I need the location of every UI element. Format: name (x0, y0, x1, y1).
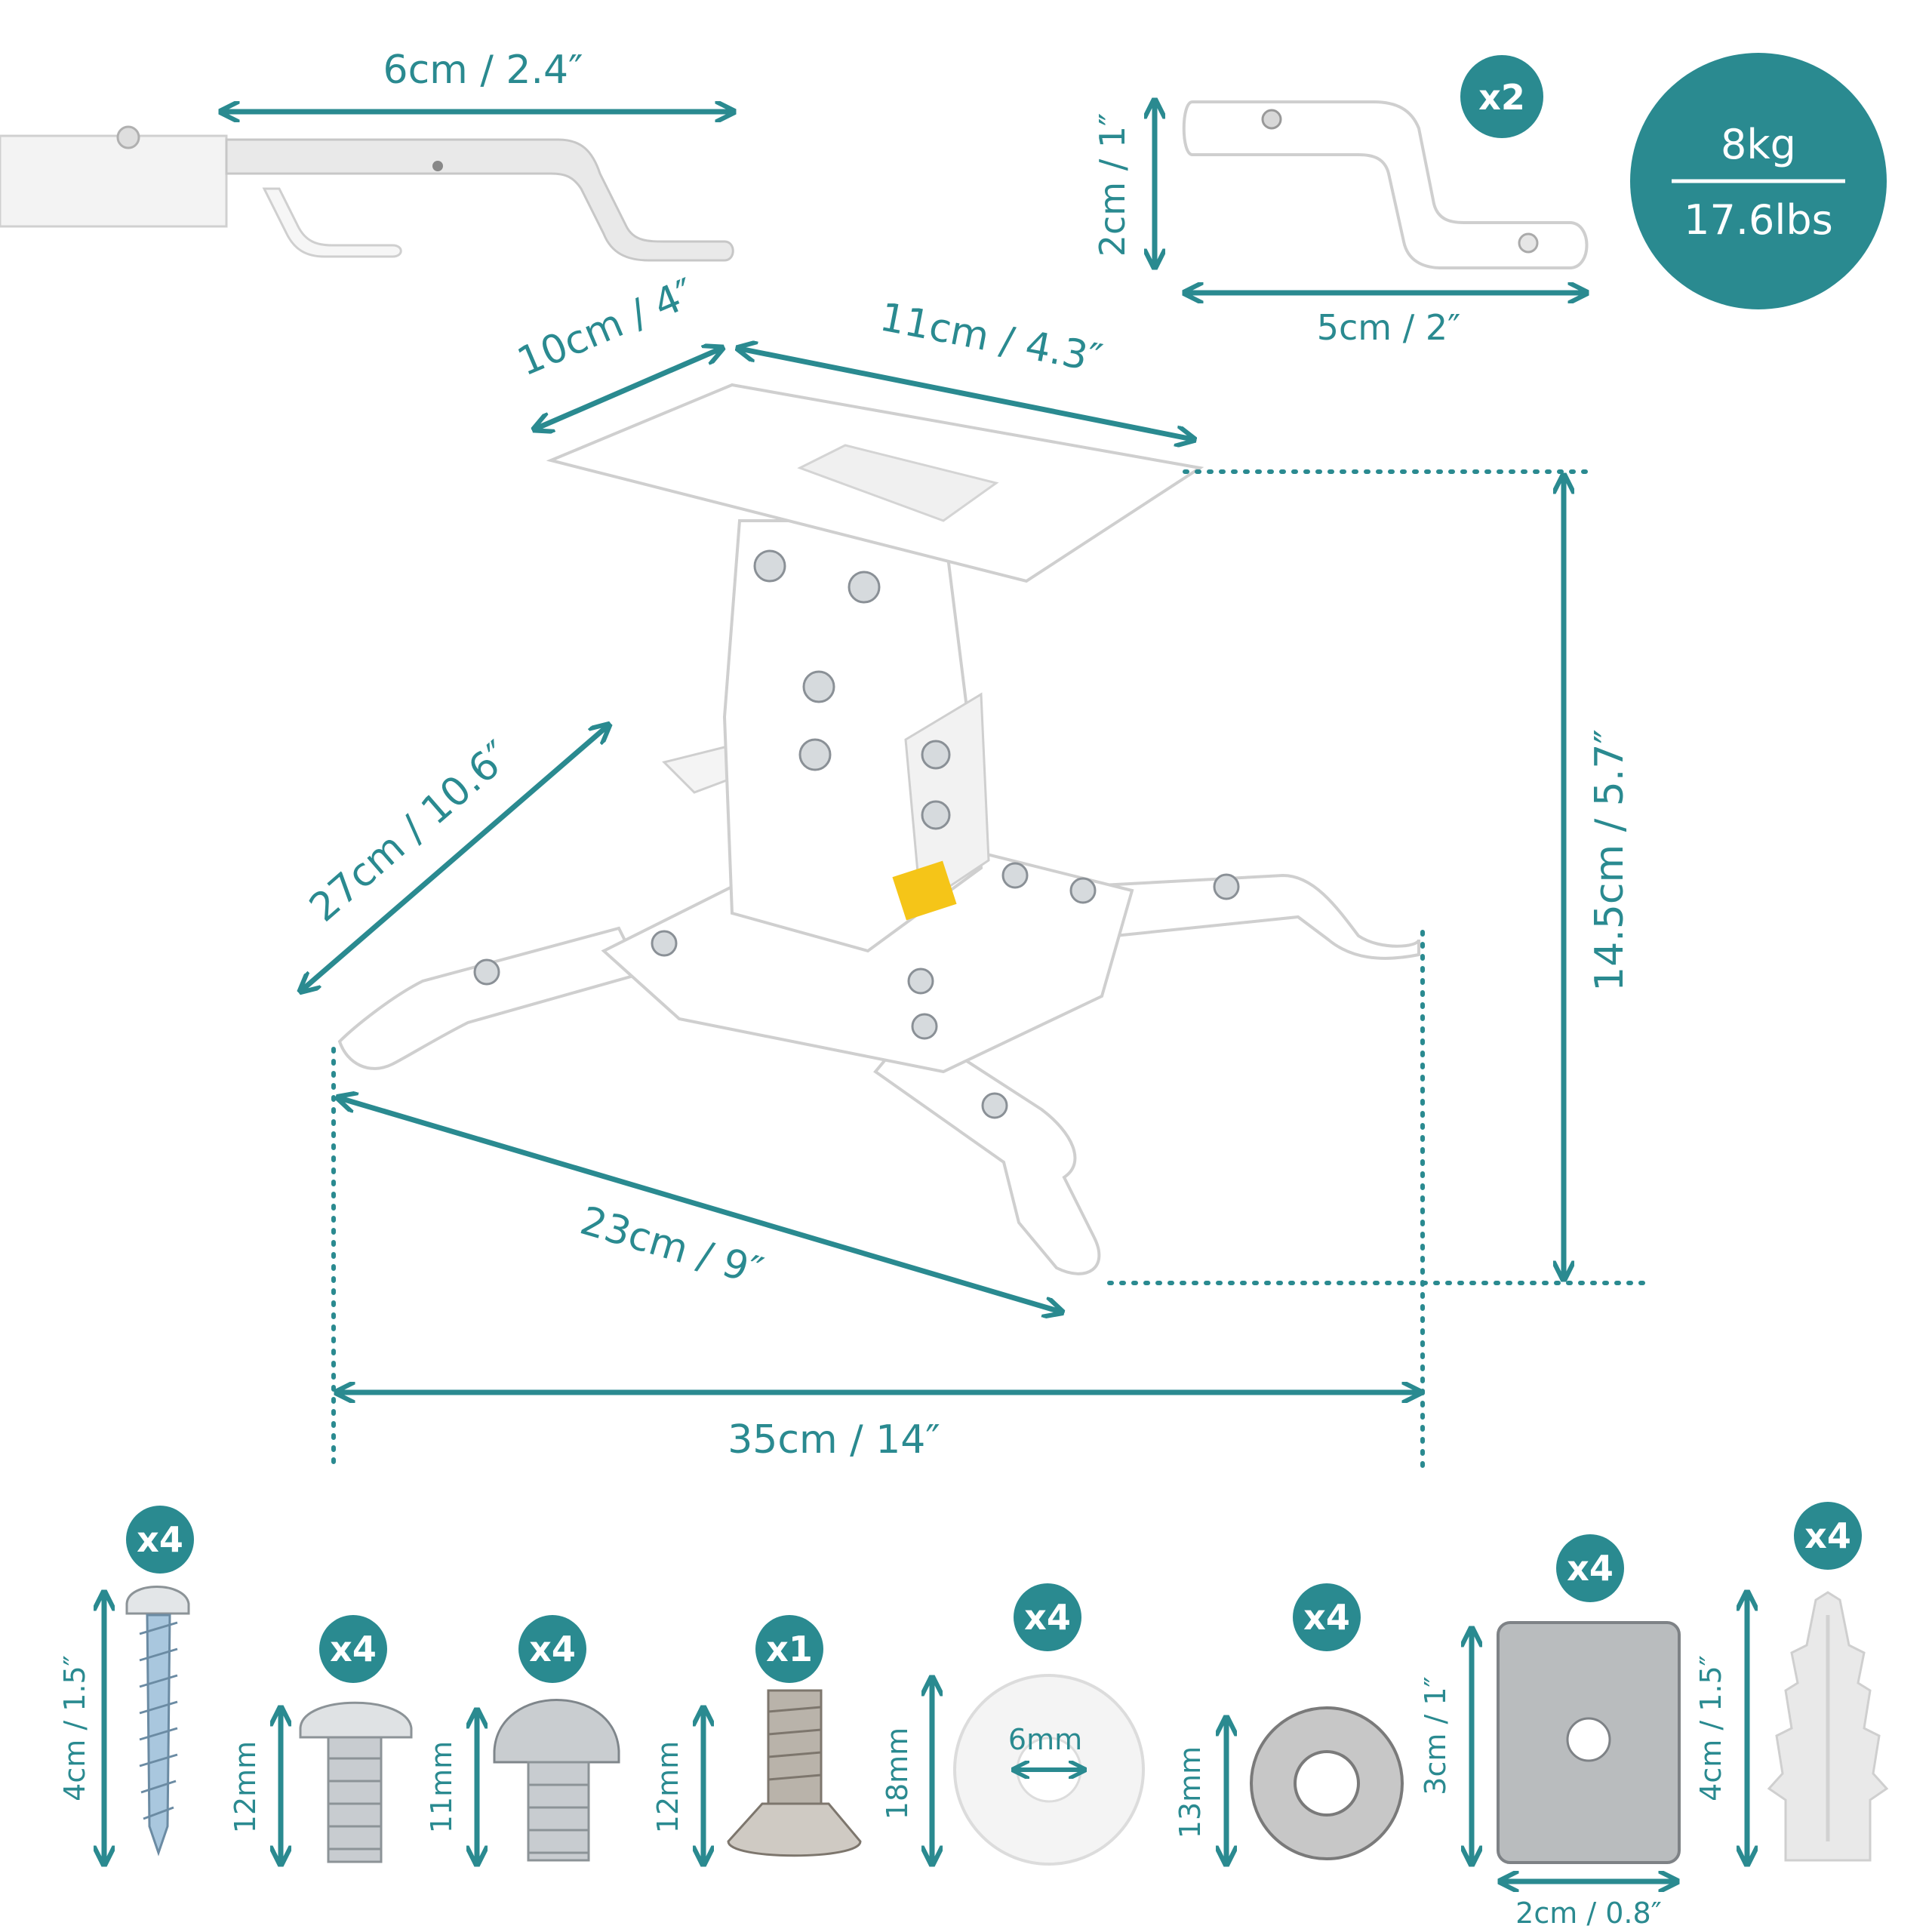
wood-screw-count-label: x4 (137, 1519, 183, 1560)
metal-washer-count-badge (1293, 1583, 1361, 1651)
wall-plug-count-label: x4 (1804, 1515, 1851, 1556)
m5-bolt-count-badge (518, 1615, 586, 1683)
l-bracket-height-label: 2cm / 1″ (1092, 113, 1133, 257)
m4-bolt-count-label: x4 (330, 1629, 377, 1669)
l-bracket-count-badge (1460, 55, 1543, 138)
plate-width-arrow (740, 349, 1192, 439)
square-plate-count-label: x4 (1567, 1548, 1614, 1589)
countersunk-screw-count-label: x1 (766, 1629, 813, 1669)
wood-screw-count-badge (126, 1506, 194, 1574)
m5-bolt-size-label: 11mm (425, 1741, 458, 1833)
plate-depth-arrow (536, 349, 721, 429)
wood-screw-size-label: 4cm / 1.5″ (58, 1655, 91, 1801)
weight-lbs-label: 17.6lbs (1684, 196, 1833, 244)
wall-plug-illustration (1767, 1591, 1889, 1862)
wall-plug-count-badge (1794, 1502, 1862, 1570)
plastic-washer-hole-label: 6mm (1008, 1723, 1082, 1756)
weight-kg-label: 8kg (1721, 121, 1796, 168)
plastic-washer-size-label: 18mm (881, 1727, 914, 1820)
extension-bar-dimension-label: 6cm / 2.4″ (383, 48, 583, 93)
extension-bar-illustration (0, 125, 734, 262)
diagonal-span-arrow (302, 726, 608, 990)
wall-plug-size-label: 4cm / 1.5″ (1694, 1655, 1727, 1801)
countersunk-screw-count-badge (755, 1615, 823, 1683)
m4-bolt-size-label: 12mm (229, 1741, 262, 1833)
m5-bolt-illustration (493, 1699, 620, 1862)
wood-screw-illustration (125, 1586, 190, 1857)
l-bracket-width-label: 5cm / 2″ (1317, 307, 1461, 348)
square-plate-illustration (1497, 1621, 1681, 1864)
ceiling-mount-illustration (337, 383, 1420, 1275)
total-width-label: 35cm / 14″ (728, 1417, 940, 1463)
square-plate-width-label: 2cm / 0.8″ (1515, 1897, 1662, 1930)
l-bracket-illustration (1182, 100, 1589, 269)
plastic-washer-count-badge (1014, 1583, 1081, 1651)
mount-height-label: 14.5cm / 5.7″ (1587, 729, 1632, 992)
metal-washer-illustration (1250, 1706, 1404, 1860)
metal-washer-count-label: x4 (1303, 1597, 1350, 1638)
plate-width-label: 11cm / 4.3″ (876, 294, 1106, 382)
square-plate-height-label: 3cm / 1″ (1419, 1676, 1452, 1795)
arm-span-label: 23cm / 9″ (575, 1198, 768, 1295)
countersunk-screw-illustration (727, 1689, 862, 1857)
m4-bolt-count-badge (319, 1615, 387, 1683)
arm-span-arrow (340, 1098, 1060, 1312)
plastic-washer-count-label: x4 (1024, 1597, 1071, 1638)
square-plate-count-badge (1556, 1534, 1624, 1602)
countersunk-screw-size-label: 12mm (651, 1741, 685, 1833)
l-bracket-count-label: x2 (1478, 77, 1525, 118)
metal-washer-size-label: 13mm (1174, 1746, 1207, 1838)
m4-bolt-illustration (299, 1701, 413, 1863)
m5-bolt-count-label: x4 (529, 1629, 576, 1669)
